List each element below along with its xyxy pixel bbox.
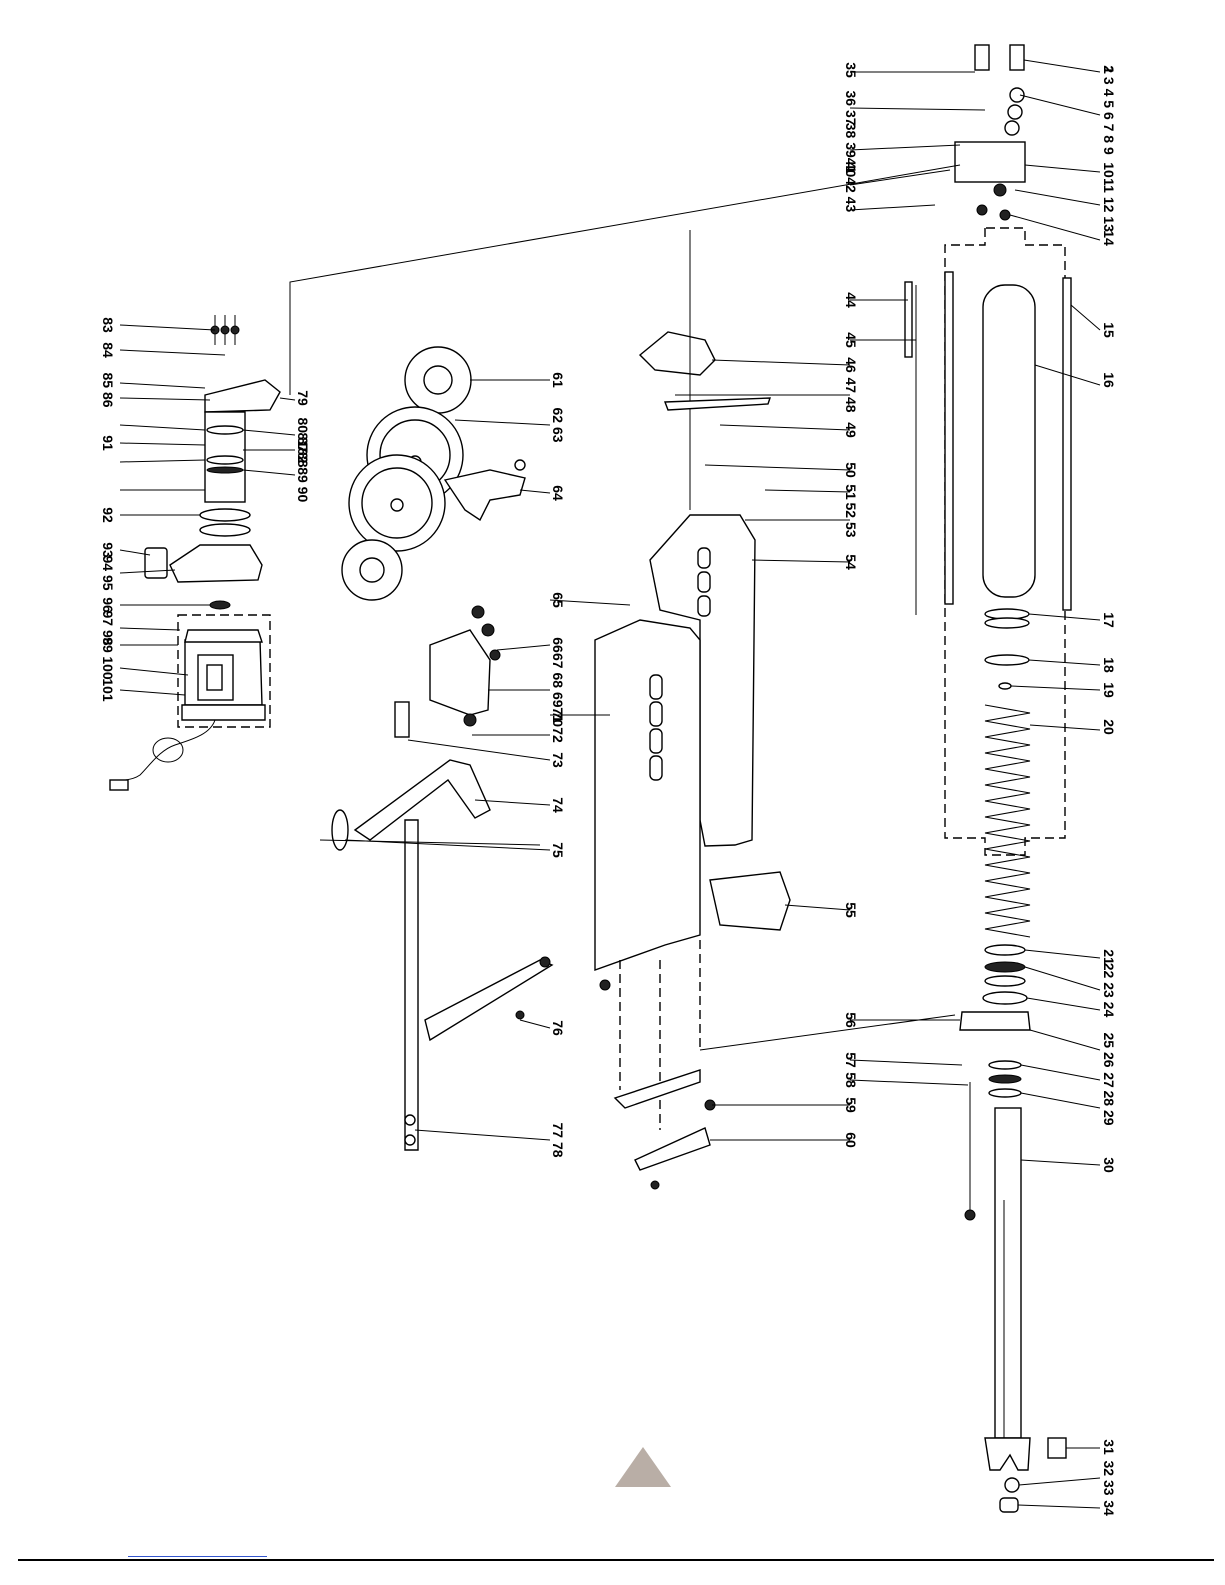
- part-label: 50: [843, 462, 859, 478]
- part-label: 94 95: [100, 555, 116, 590]
- foot-pad-75: [332, 810, 348, 850]
- tie-rod-right: [1063, 278, 1071, 610]
- leg-frame-74: [355, 760, 490, 840]
- part-label: 57: [843, 1052, 859, 1068]
- part-label: 82 89 90: [295, 448, 311, 503]
- part-label: 85 86: [100, 372, 116, 407]
- footer-rule: [18, 1559, 1214, 1561]
- bracket-66: [395, 606, 500, 737]
- lower-chassis-71: [595, 620, 700, 970]
- tie-rod-left: [945, 272, 953, 604]
- motor-pump-assembly: [110, 315, 295, 790]
- footer-link-underline[interactable]: [128, 1556, 267, 1557]
- frame-assembly: [290, 72, 985, 1189]
- page-marker-triangle: [615, 1447, 671, 1487]
- part-label: 46: [843, 357, 859, 373]
- part-label: 100: [100, 656, 116, 680]
- part-label: 32 33: [1101, 1460, 1117, 1495]
- part-label: 28 29: [1101, 1090, 1117, 1125]
- part-label: 74: [550, 797, 566, 813]
- wheel-assembly: [342, 347, 525, 600]
- part-label: 35: [843, 62, 859, 78]
- axle-bracket: [445, 470, 525, 520]
- part-label: 54: [843, 554, 859, 570]
- part-label: 79: [295, 390, 311, 406]
- part-label: 25 26: [1101, 1032, 1117, 1067]
- part-label: 61: [550, 372, 566, 388]
- part-label: 14: [1101, 230, 1117, 246]
- part-label: 56: [843, 1012, 859, 1028]
- blade-76: [425, 960, 552, 1040]
- part-label: 72: [550, 727, 566, 743]
- vent-slots-upper: [698, 548, 710, 616]
- part-label: 51: [843, 484, 859, 500]
- part-label: 58: [843, 1072, 859, 1088]
- part-label: 2 3 4 5 6 7 8 9: [1101, 65, 1117, 155]
- part-label: 18: [1101, 657, 1117, 673]
- knob-93: [145, 548, 167, 578]
- part-label: 73: [550, 752, 566, 768]
- part-label: 65: [550, 592, 566, 608]
- part-label: 15: [1101, 322, 1117, 338]
- part-label: 45: [843, 332, 859, 348]
- part-label: 83: [100, 317, 116, 333]
- top-fittings-83: [211, 315, 239, 345]
- top-fitting-right: [1010, 45, 1024, 70]
- leaders-right: [1010, 60, 1100, 1508]
- main-spring: [985, 705, 1030, 937]
- part-label: 27: [1101, 1072, 1117, 1088]
- part-label: 77 78: [550, 1122, 566, 1157]
- part-label: 36 37: [843, 90, 859, 125]
- mount-flange-93: [170, 545, 262, 582]
- part-label: 55: [843, 902, 859, 918]
- part-label: 84: [100, 342, 116, 358]
- lever-plate-46: [640, 332, 715, 375]
- part-label: 41 42 43: [843, 158, 859, 213]
- part-label: 99: [100, 637, 116, 653]
- part-label: 11 12 13: [1101, 178, 1117, 232]
- part-label: 66: [550, 637, 566, 653]
- part-label: 62 63: [550, 407, 566, 442]
- part-label: 34: [1101, 1500, 1117, 1516]
- part-label: 59: [843, 1097, 859, 1113]
- cylinder-tube: [983, 285, 1035, 597]
- pump-head-85: [205, 380, 280, 412]
- part-label: 49: [843, 422, 859, 438]
- bottom-block: [960, 1012, 1030, 1030]
- part-label: 91: [100, 435, 116, 451]
- part-label: 10: [1101, 162, 1117, 178]
- part-label: 60: [843, 1132, 859, 1148]
- part-label: 71: [550, 707, 566, 723]
- part-label: 20: [1101, 719, 1117, 735]
- part-label: 44: [843, 292, 859, 308]
- part-label: 76: [550, 1020, 566, 1036]
- part-label: 16: [1101, 372, 1117, 388]
- part-label: 17: [1101, 612, 1117, 628]
- part-label: 22 23 24: [1101, 963, 1117, 1018]
- base-plate-55: [710, 872, 790, 930]
- foot-73: [395, 702, 409, 737]
- part-label: 30: [1101, 1157, 1117, 1173]
- valve-block: [955, 142, 1025, 182]
- part-label: 19: [1101, 682, 1117, 698]
- part-label: 31: [1101, 1439, 1117, 1455]
- leg-assembly: [320, 760, 610, 1150]
- clip-31: [1048, 1438, 1066, 1458]
- part-label: 92: [100, 507, 116, 523]
- part-label: 47 48: [843, 377, 859, 412]
- power-cord: [115, 720, 215, 785]
- top-fitting-left: [975, 45, 989, 70]
- cylinder-assembly: [905, 45, 1100, 1512]
- rod-44: [905, 282, 912, 357]
- ram-shaft: [995, 1108, 1021, 1438]
- part-label: 64: [550, 485, 566, 501]
- part-label: 52 53: [843, 502, 859, 537]
- part-label: 75: [550, 842, 566, 858]
- part-label: 101: [100, 678, 116, 702]
